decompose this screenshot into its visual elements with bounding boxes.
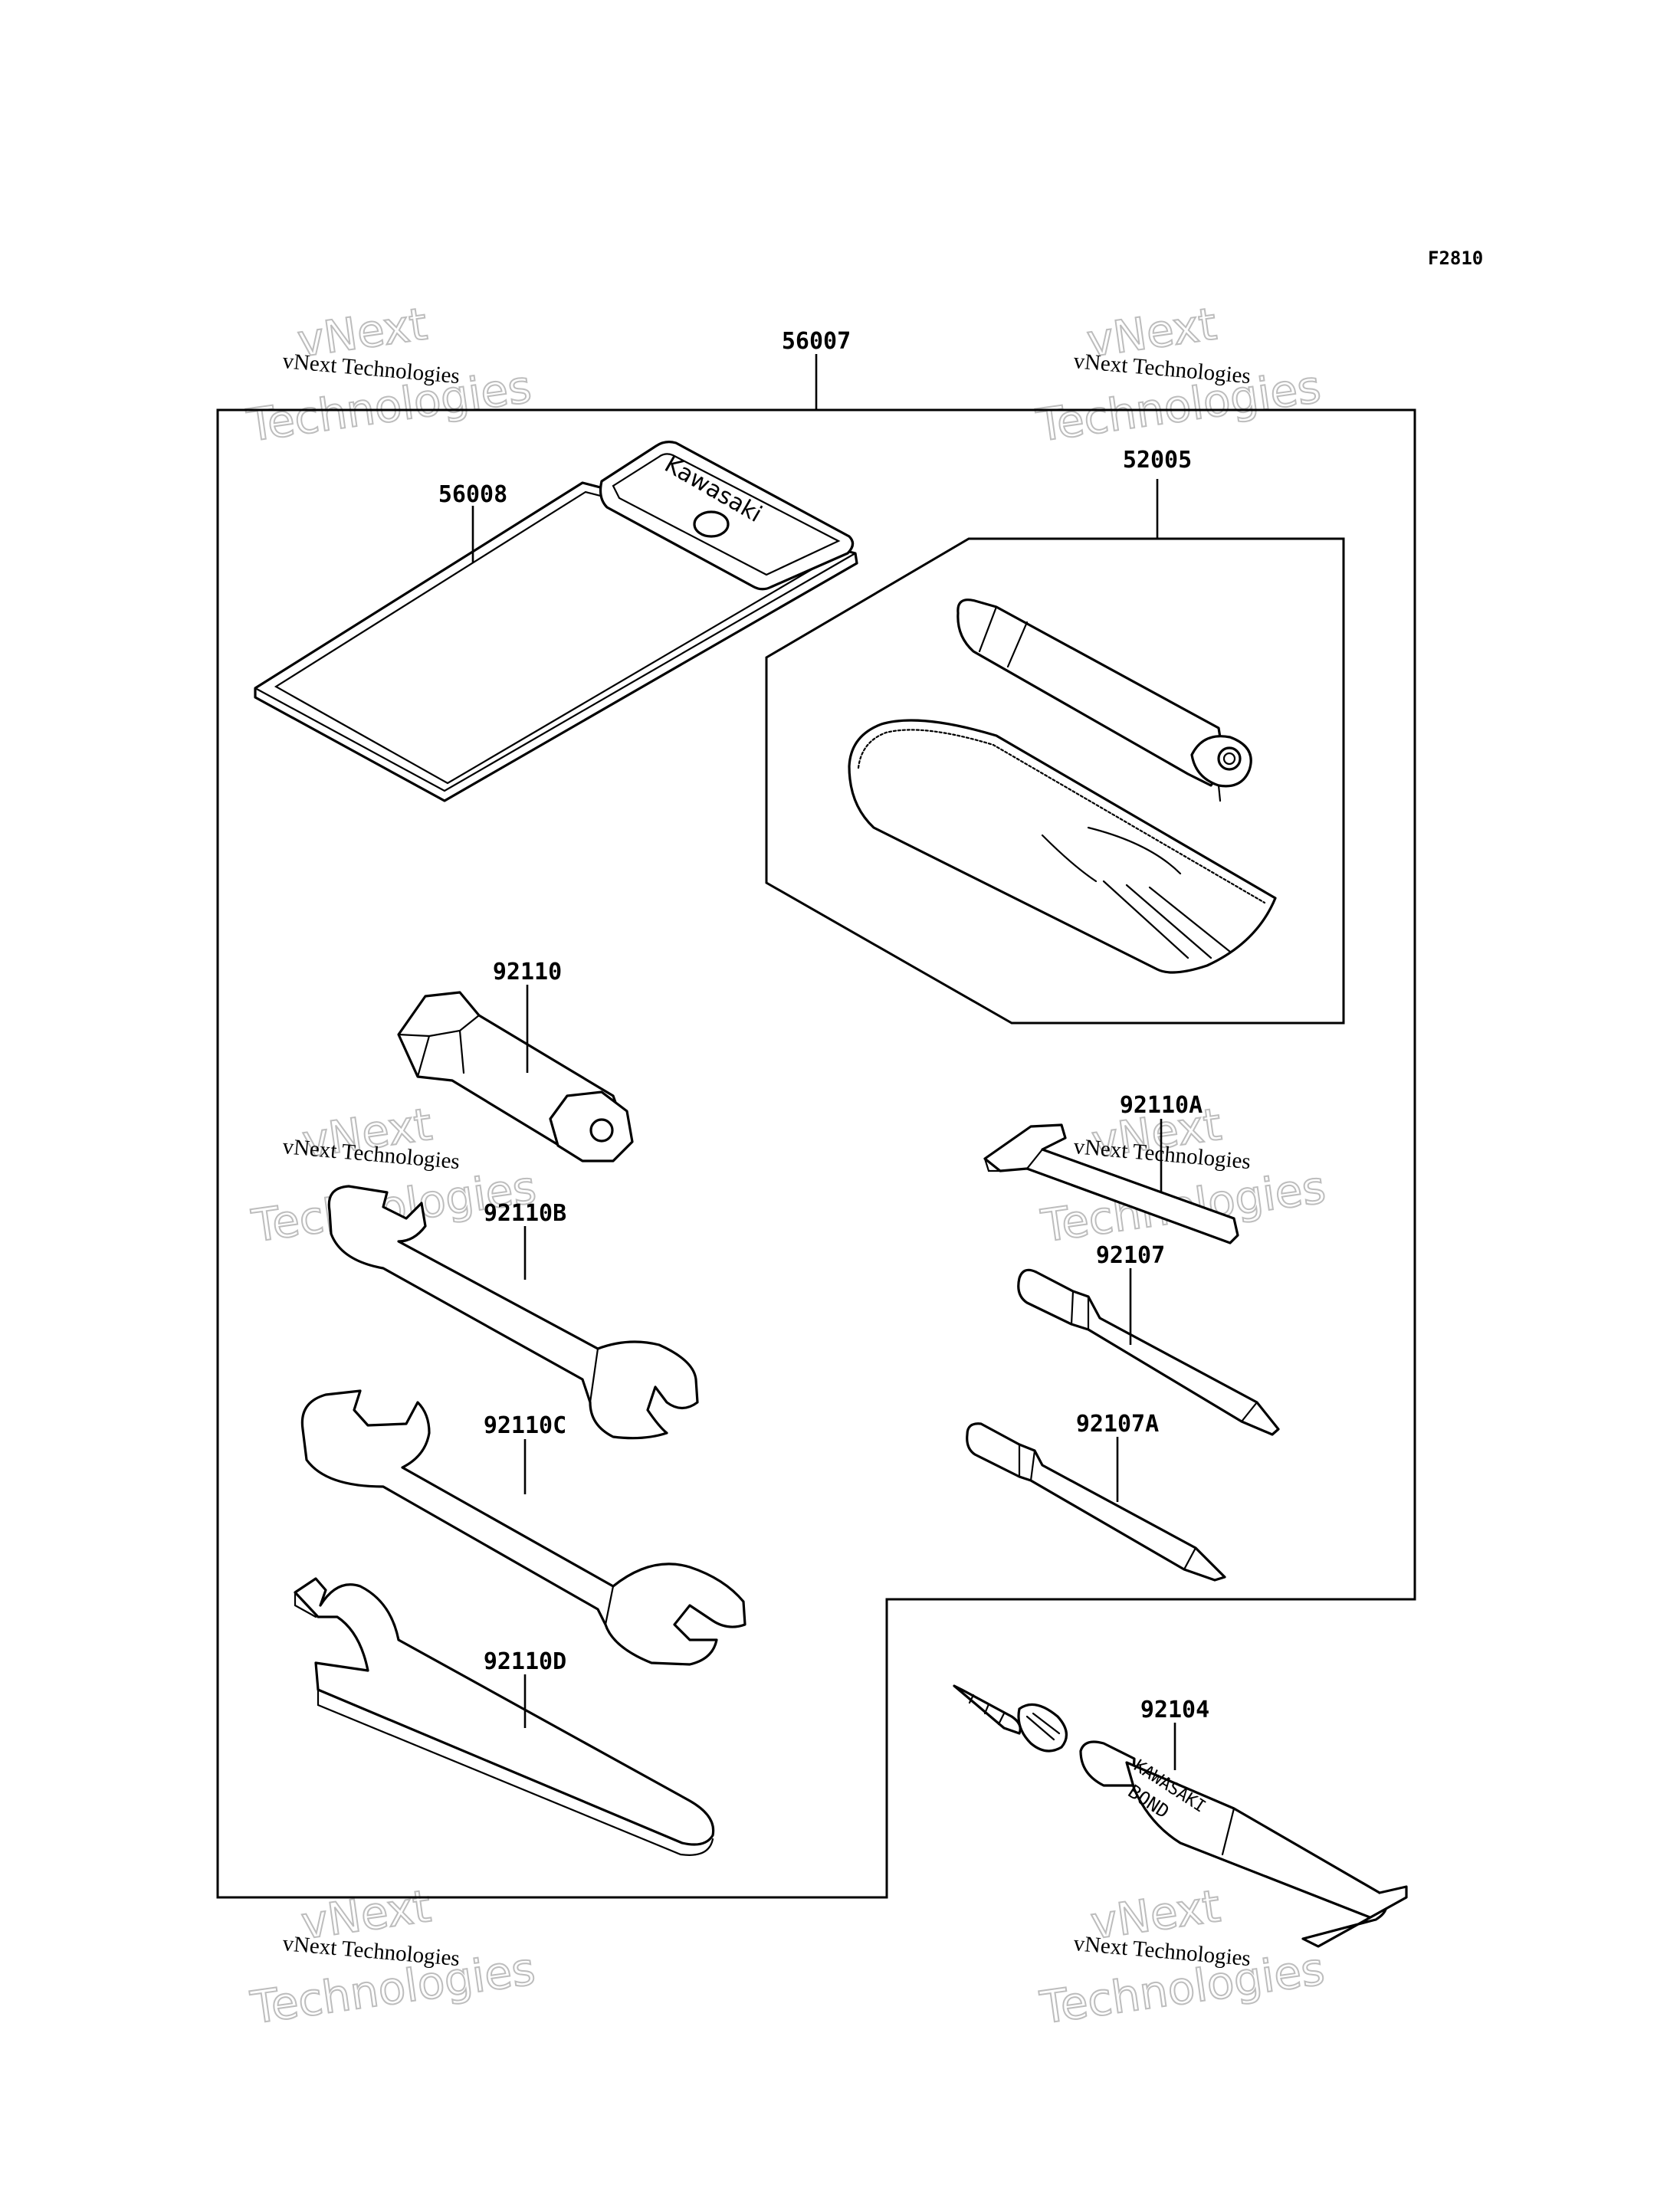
diagram-code: F2810: [1428, 248, 1483, 269]
part-number-56007: 56007: [782, 328, 851, 355]
tool-bag-drawing: Kawasaki: [254, 441, 858, 802]
part-number-92110C: 92110C: [484, 1412, 566, 1439]
screwdriver-a-drawing: [966, 1422, 1226, 1582]
part-number-56008: 56008: [438, 481, 507, 508]
part-number-92110D: 92110D: [484, 1648, 566, 1675]
part-number-92107: 92107: [1096, 1242, 1165, 1269]
open-wrench-c-drawing: [300, 1389, 746, 1666]
part-number-92104: 92104: [1140, 1697, 1209, 1723]
open-wrench-b-drawing: [327, 1185, 699, 1440]
pouch-drawing: [848, 719, 1277, 974]
hex-key-drawing: [983, 1123, 1239, 1244]
hook-wrench-drawing: [294, 1577, 715, 1856]
part-number-52005: 52005: [1123, 447, 1192, 474]
pump-kit-frame: [765, 537, 1345, 1025]
pump-drawing: [956, 598, 1252, 802]
screwdriver-drawing: [1017, 1268, 1280, 1436]
part-number-92110B: 92110B: [484, 1200, 566, 1227]
plug-wrench-drawing: [397, 991, 634, 1162]
part-number-92110: 92110: [493, 959, 562, 985]
part-number-92110A: 92110A: [1120, 1092, 1203, 1119]
part-number-92107A: 92107A: [1076, 1411, 1159, 1438]
tool-kit-frame: [216, 408, 1416, 1899]
